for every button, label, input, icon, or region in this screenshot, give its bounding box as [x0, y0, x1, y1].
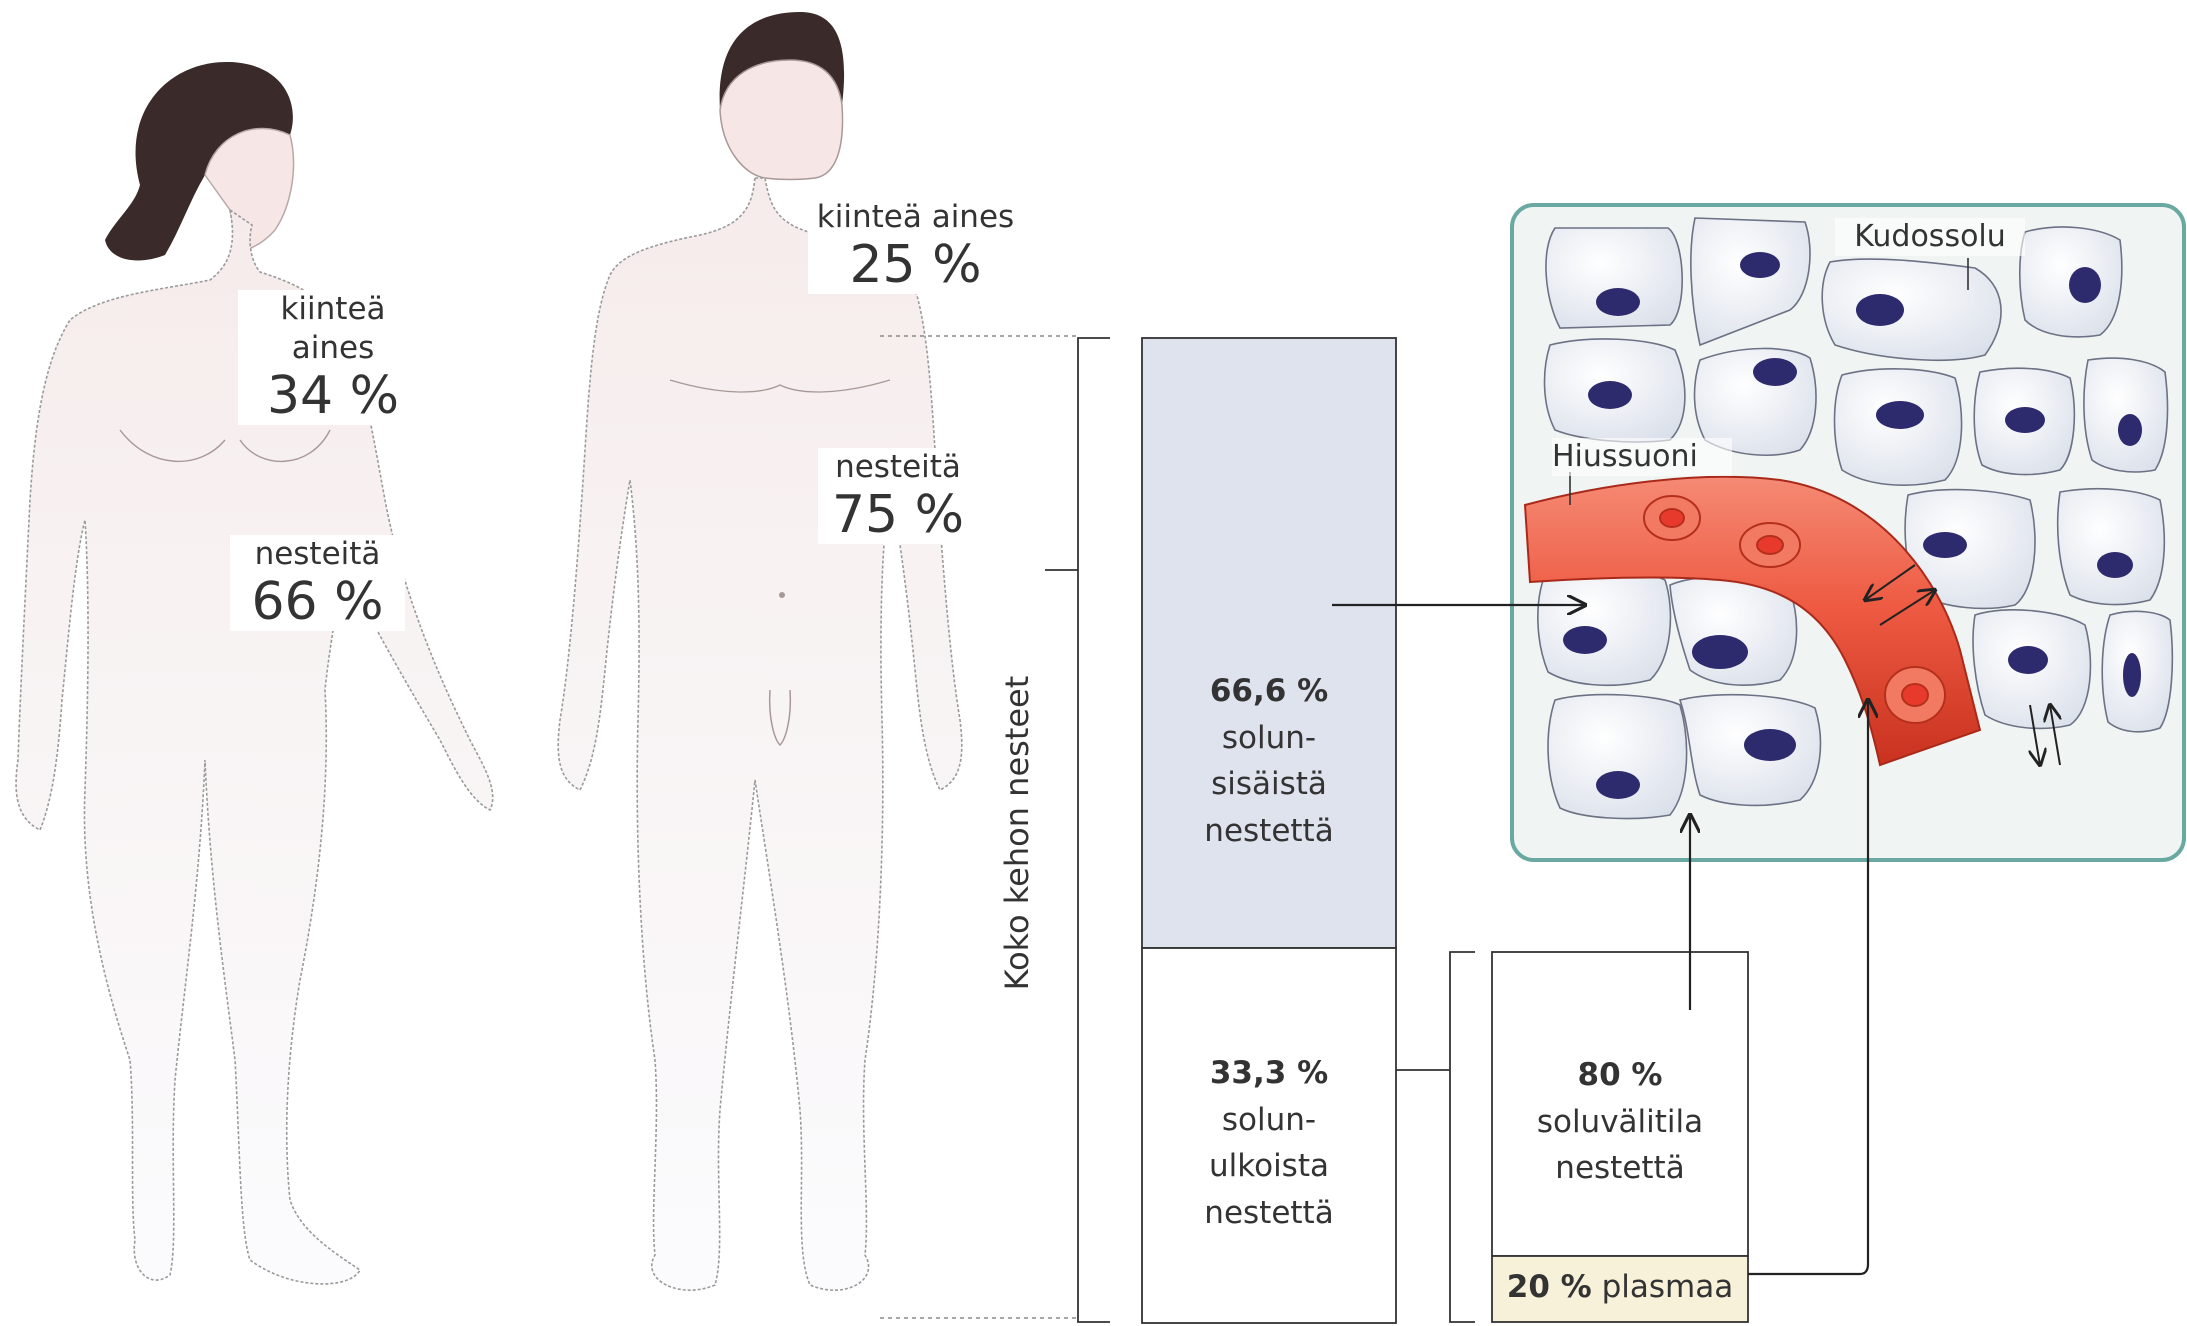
interstitial-line1: soluvälitila — [1492, 1099, 1748, 1146]
female-figure — [16, 62, 493, 1284]
extracellular-percent: 33,3 % — [1142, 1050, 1396, 1097]
male-fluid-percent: 75 % — [818, 487, 978, 544]
extracellular-line2: ulkoista — [1142, 1143, 1396, 1190]
intracellular-percent: 66,6 % — [1142, 668, 1396, 715]
intracellular-text: 66,6 % solun- sisäistä nestettä — [1142, 668, 1396, 854]
female-fluid-block: nesteitä 66 % — [230, 535, 405, 631]
male-solid-block: kiinteä aines 25 % — [808, 198, 1023, 294]
plasma-text: 20 % plasmaa — [1492, 1268, 1748, 1307]
extracellular-line1: solun- — [1142, 1097, 1396, 1144]
female-fluid-label: nesteitä — [230, 535, 405, 574]
intracellular-line2: sisäistä — [1142, 761, 1396, 808]
intracellular-line1: solun- — [1142, 715, 1396, 762]
female-solid-label: kiinteä aines — [238, 290, 428, 368]
extracellular-line3: nestettä — [1142, 1190, 1396, 1237]
interstitial-text: 80 % soluvälitila nestettä — [1492, 1052, 1748, 1192]
axis-label: Koko kehon nesteet — [997, 553, 1043, 1113]
female-solid-percent: 34 % — [238, 368, 428, 425]
extracellular-text: 33,3 % solun- ulkoista nestettä — [1142, 1050, 1396, 1236]
male-solid-label: kiinteä aines — [808, 198, 1023, 237]
plasma-label: plasmaa — [1602, 1269, 1734, 1305]
male-fluid-label: nesteitä — [818, 448, 978, 487]
body-fluids-bracket — [1045, 338, 1110, 1322]
male-fluid-block: nesteitä 75 % — [818, 448, 978, 544]
interstitial-line2: nestettä — [1492, 1145, 1748, 1192]
capillary-label: Hiussuoni — [1552, 438, 1732, 476]
interstitial-percent: 80 % — [1492, 1052, 1748, 1099]
male-solid-percent: 25 % — [808, 237, 1023, 294]
intracellular-segment — [1142, 338, 1396, 948]
tissue-panel — [1512, 205, 2184, 860]
cell-label: Kudossolu — [1835, 218, 2025, 256]
intracellular-line3: nestettä — [1142, 808, 1396, 855]
plasma-percent: 20 % — [1507, 1269, 1592, 1305]
female-fluid-percent: 66 % — [230, 574, 405, 631]
female-solid-block: kiinteä aines 34 % — [238, 290, 428, 425]
